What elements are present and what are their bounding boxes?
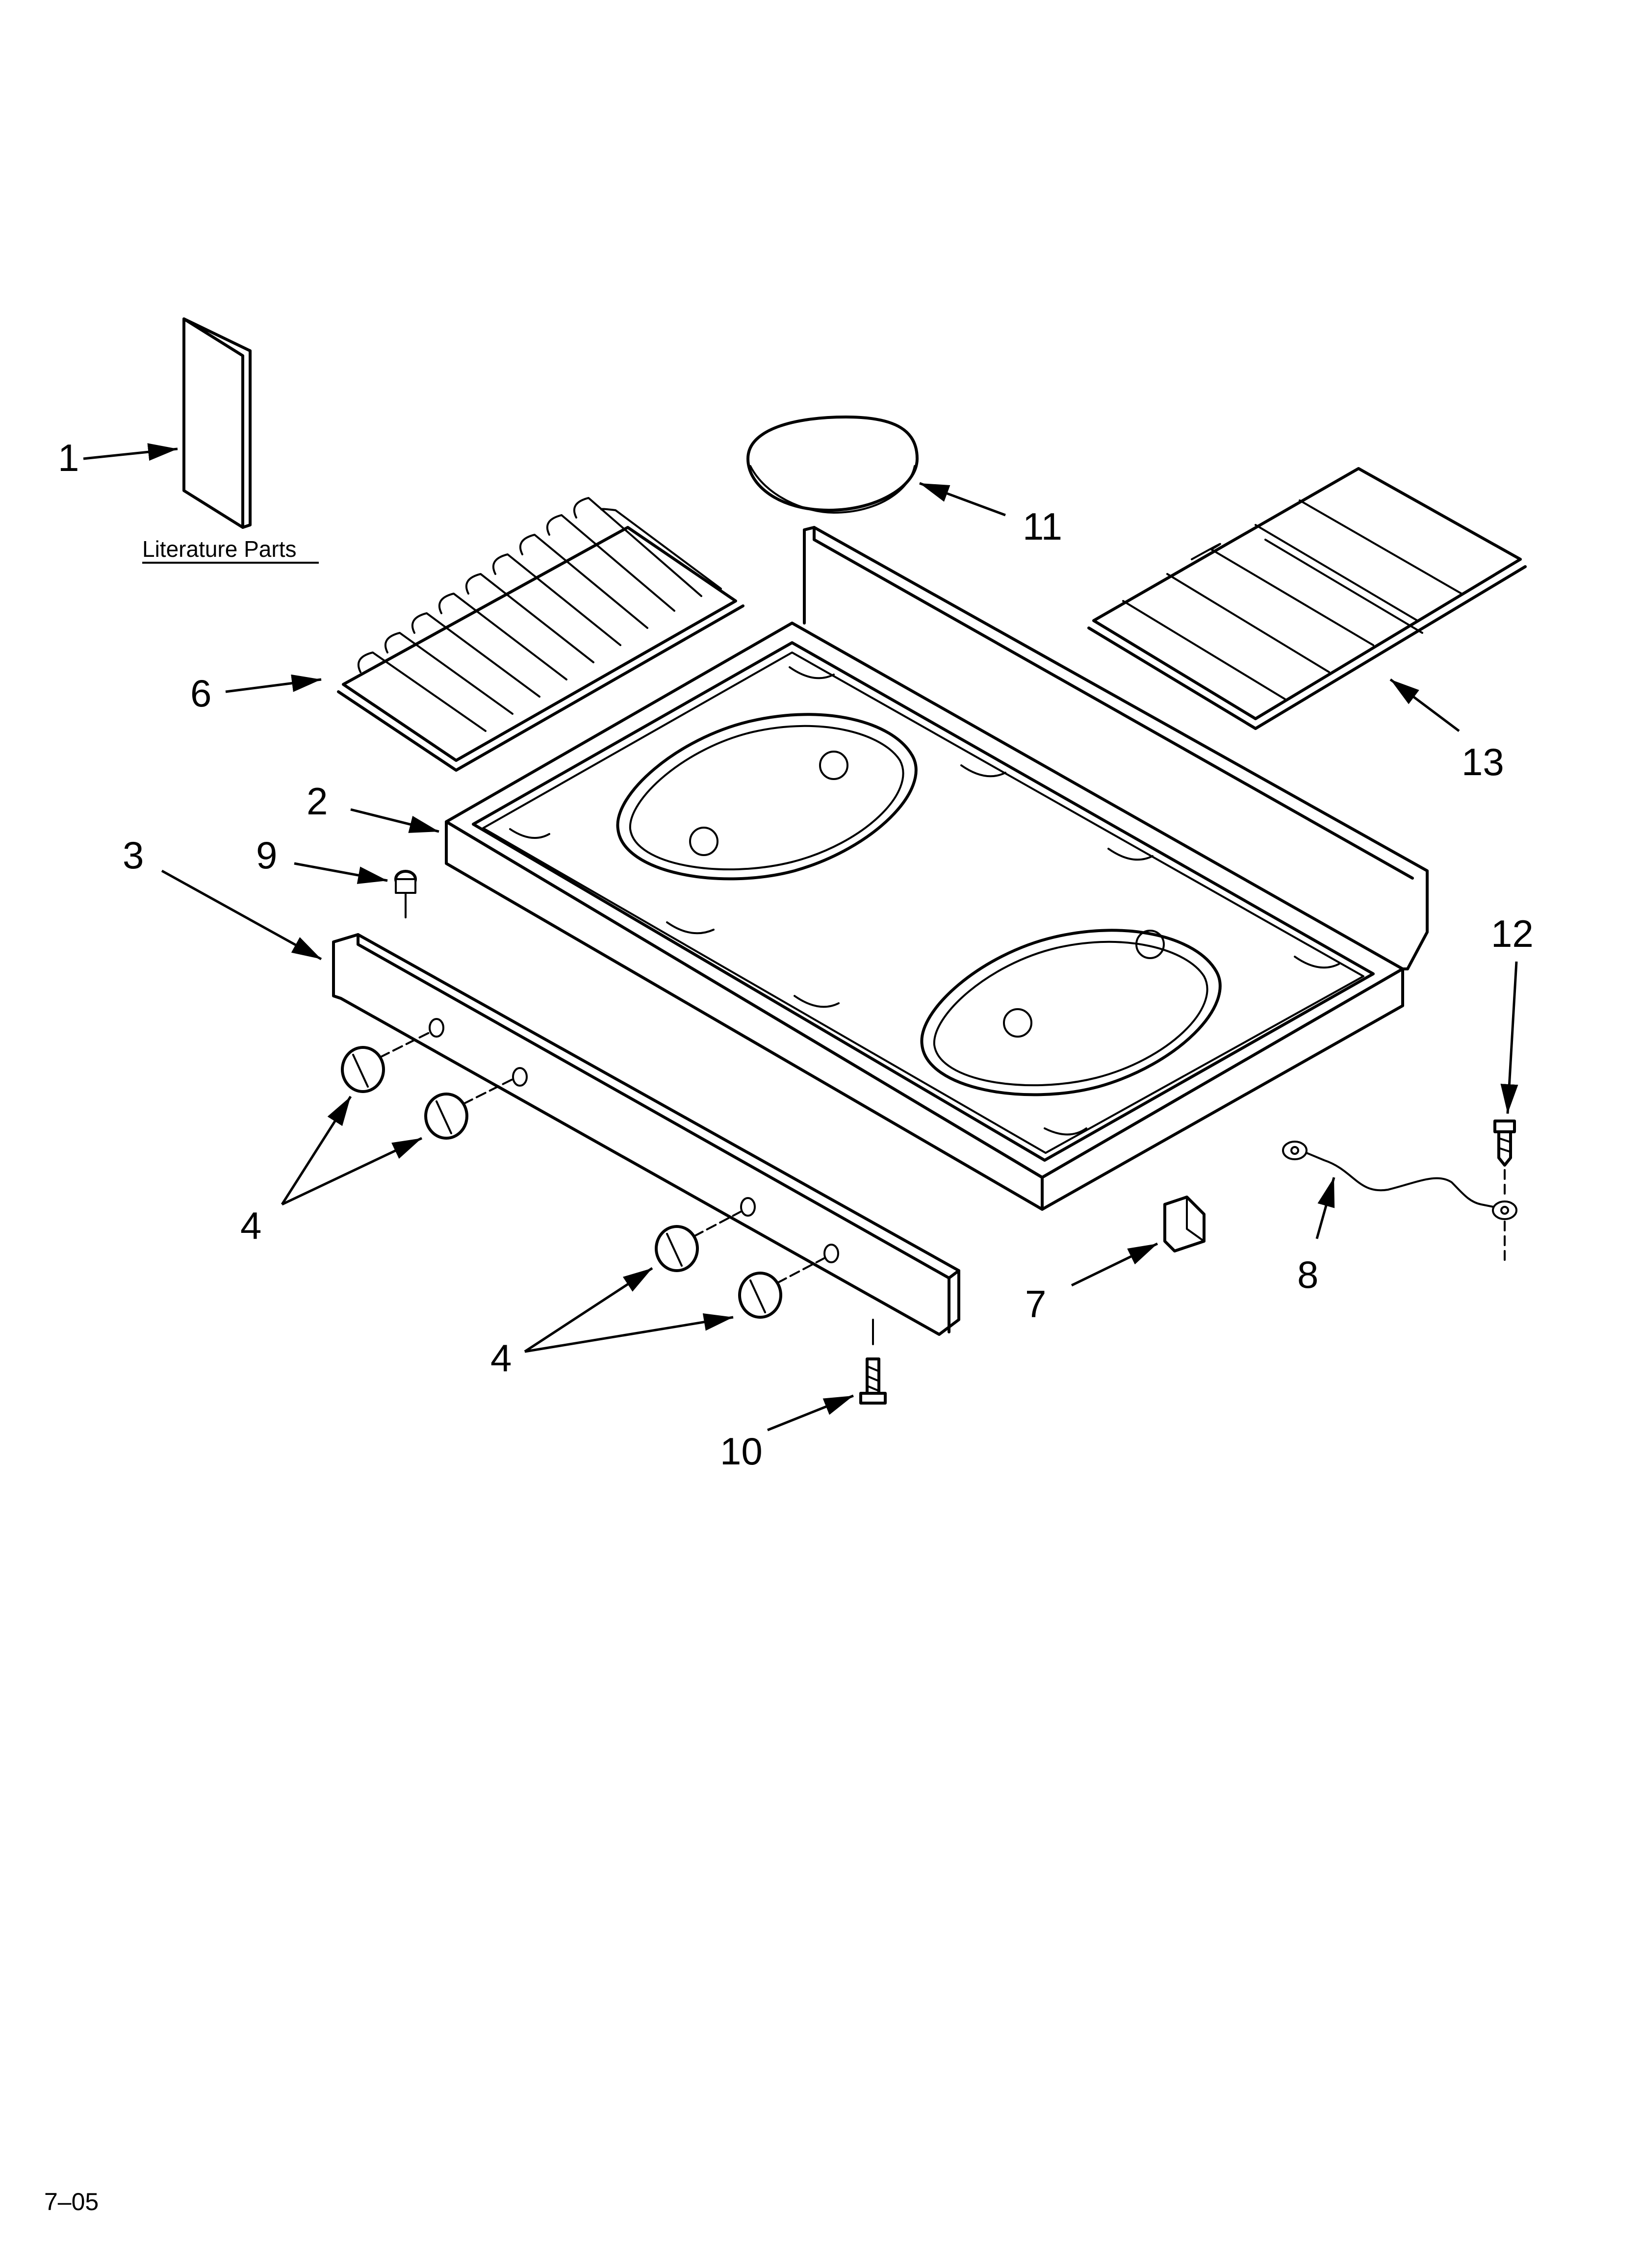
knob-3: [655, 1211, 742, 1272]
callout-1: 1: [58, 436, 79, 479]
leader-9: [294, 862, 388, 884]
callout-7: 7: [1025, 1282, 1046, 1326]
callout-4a: 4: [240, 1204, 261, 1247]
callout-12: 12: [1491, 912, 1534, 955]
control-panel: [332, 933, 960, 1345]
leader-3: [161, 869, 322, 961]
callout-2: 2: [307, 780, 328, 823]
callout-6: 6: [190, 672, 211, 715]
knob-2: [424, 1078, 513, 1140]
leader-7: [1071, 1242, 1158, 1287]
leader-8: [1315, 1177, 1335, 1239]
callout-9: 9: [256, 834, 277, 877]
footer-code: 7–05: [44, 2188, 99, 2216]
leader-11: [919, 482, 1006, 517]
cooktop-main-top: [445, 526, 1429, 1211]
leader-10: [767, 1394, 854, 1432]
leader-4a-2: [281, 1137, 423, 1206]
callout-8: 8: [1297, 1253, 1318, 1296]
leader-6: [225, 674, 322, 693]
leader-4b-1: [524, 1267, 653, 1353]
literature-booklet: [182, 317, 252, 529]
leader-1: [83, 443, 178, 461]
leader-4a-1: [281, 1095, 352, 1205]
leader-2: [350, 808, 439, 833]
grate-right: [1087, 467, 1527, 730]
screw: [859, 1357, 887, 1405]
ground-screw: [1493, 1120, 1516, 1267]
knob-1: [341, 1032, 430, 1093]
clip: [1163, 1196, 1206, 1252]
literature-parts-label: Literature Parts: [142, 536, 296, 562]
burner-cap: [746, 416, 919, 514]
ground-wire: [1282, 1141, 1517, 1220]
stud: [394, 870, 417, 918]
callout-3: 3: [123, 834, 144, 877]
leader-12: [1500, 961, 1518, 1114]
callout-4b: 4: [490, 1336, 512, 1380]
grate-left: [337, 497, 744, 772]
leader-13: [1389, 678, 1460, 732]
leader-4b-2: [524, 1313, 734, 1353]
callout-11: 11: [1023, 505, 1062, 548]
callout-13: 13: [1462, 740, 1504, 783]
knob-4: [738, 1257, 825, 1319]
callout-10: 10: [720, 1430, 763, 1473]
